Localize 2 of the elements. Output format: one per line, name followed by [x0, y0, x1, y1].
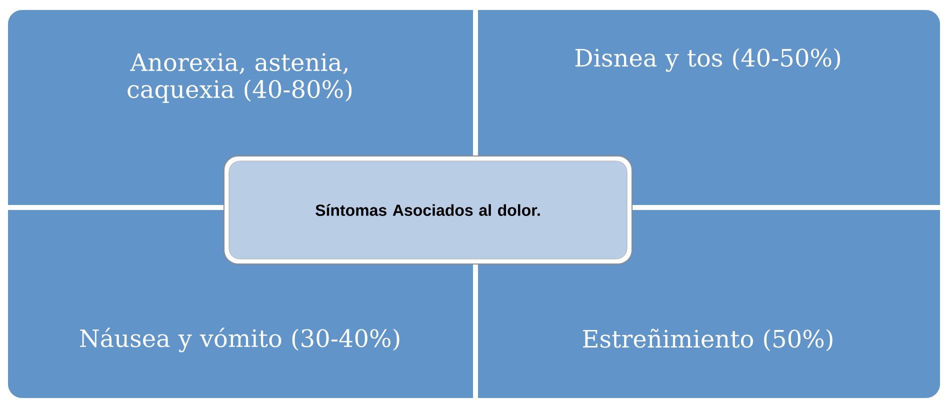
center-box: Síntomas Asociados al dolor.	[224, 156, 632, 264]
quadrant-panel: Disnea y tos (40-50%)	[478, 10, 940, 205]
